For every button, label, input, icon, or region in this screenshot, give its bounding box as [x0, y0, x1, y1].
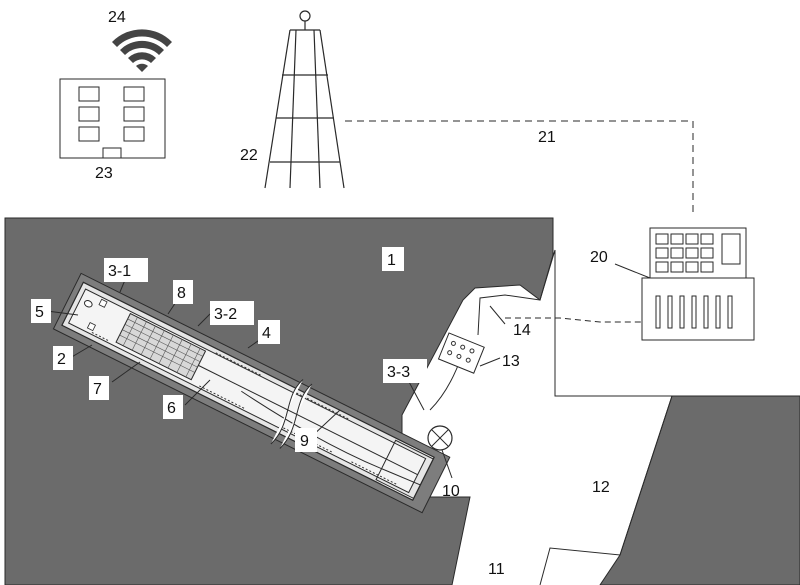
label-3-1: 3-1 — [108, 263, 131, 280]
label-10: 10 — [442, 483, 460, 500]
tube-end-cap — [375, 439, 434, 500]
label-22: 22 — [240, 147, 258, 164]
junction-box — [437, 332, 485, 374]
label-2: 2 — [57, 351, 66, 368]
label-4: 4 — [262, 325, 271, 342]
label-9: 9 — [300, 433, 309, 450]
label-11: 11 — [488, 561, 505, 578]
label-3-2: 3-2 — [214, 306, 237, 323]
tower — [264, 10, 345, 189]
label-20: 20 — [590, 249, 608, 266]
label-7: 7 — [93, 381, 102, 398]
label-13: 13 — [502, 353, 520, 370]
label-24: 24 — [108, 9, 126, 26]
wifi-icon — [112, 29, 172, 72]
label-1: 1 — [387, 252, 396, 269]
sensor-head — [83, 300, 93, 308]
label-3-3: 3-3 — [387, 364, 410, 381]
label-14: 14 — [513, 322, 531, 339]
anchor-small-top — [98, 298, 108, 308]
anchor-small-bottom — [86, 322, 96, 332]
building — [59, 78, 166, 159]
label-boxes — [31, 247, 427, 452]
label-23: 23 — [95, 165, 113, 182]
grid-block-hatch — [119, 317, 203, 378]
label-5: 5 — [35, 304, 44, 321]
wire-14 — [477, 294, 541, 336]
leader-lines — [46, 263, 651, 479]
break-mark — [270, 379, 313, 449]
rod — [198, 364, 418, 476]
rock-mass-right — [555, 396, 672, 560]
link-21 — [345, 120, 694, 214]
label-8: 8 — [177, 285, 186, 302]
collector — [641, 227, 755, 341]
label-6: 6 — [167, 400, 176, 417]
link-wire-to-collector — [505, 317, 645, 323]
label-12: 12 — [592, 479, 610, 496]
tunnel-outline — [539, 249, 673, 585]
cable-reel-cross-b — [431, 429, 449, 447]
borehole-assembly — [52, 272, 451, 514]
label-21: 21 — [538, 129, 556, 146]
